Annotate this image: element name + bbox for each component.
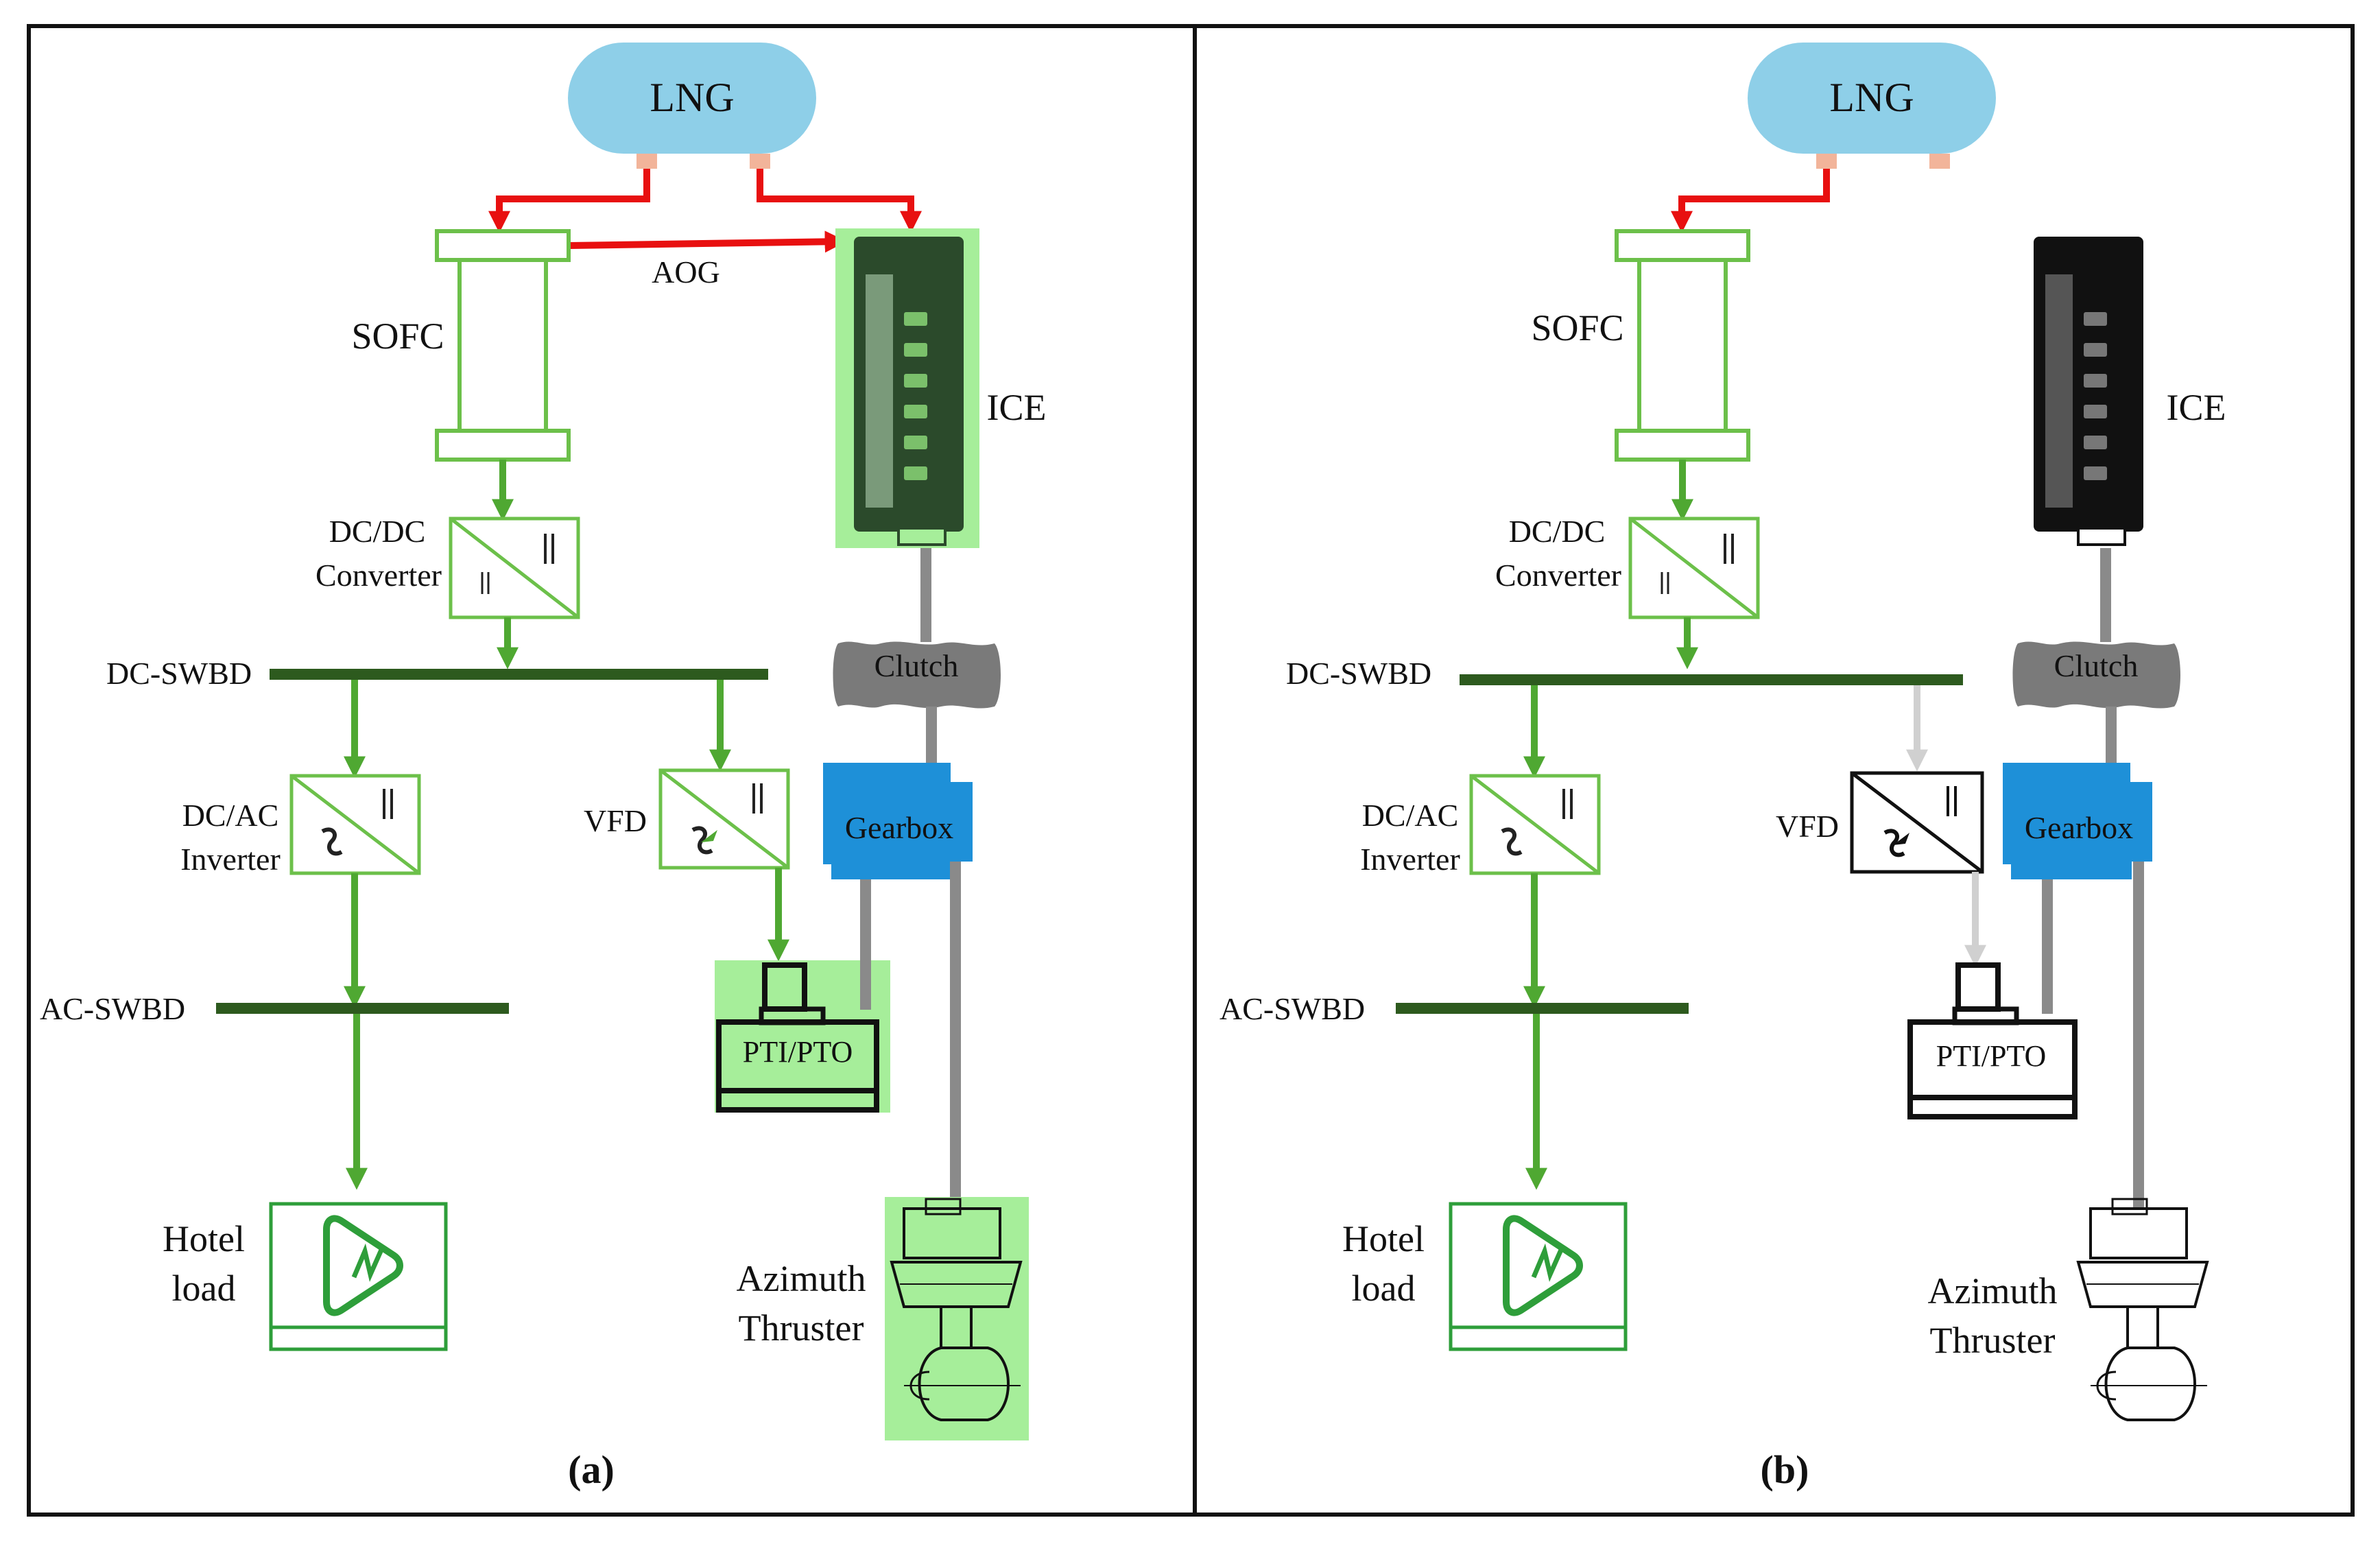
- gearbox-label: Gearbox: [845, 810, 953, 845]
- hotel-load-icon: [1503, 1215, 1583, 1316]
- lng-label: LNG: [650, 75, 734, 120]
- vfd-label: VFD: [584, 803, 647, 838]
- aog-label: AOG: [652, 254, 720, 289]
- azimuth-label-line2: Thruster: [1930, 1320, 2056, 1361]
- dcdc-converter: DC/DC Converter: [316, 514, 580, 619]
- lng-port-left: [1816, 154, 1837, 169]
- lng-tank: LNG: [568, 43, 816, 169]
- aog-arrow: [569, 230, 847, 253]
- panel-a-caption: (a): [568, 1447, 615, 1492]
- hotel-load: Hotel load: [163, 1202, 448, 1351]
- ice-engine: ICE: [835, 228, 1047, 548]
- sofc-label: SOFC: [351, 316, 444, 357]
- sofc-label: SOFC: [1531, 307, 1623, 348]
- ac-swbd-label: AC-SWBD: [40, 991, 185, 1026]
- lng-label: LNG: [1829, 75, 1914, 120]
- clutch: Clutch: [833, 641, 1001, 709]
- dcac-label-line2: Inverter: [180, 842, 281, 877]
- ice-label: ICE: [2167, 387, 2226, 428]
- panel-b-caption: (b): [1761, 1447, 1809, 1492]
- dcac-label-line1: DC/AC: [1362, 798, 1459, 833]
- azimuth-label-line1: Azimuth: [1928, 1270, 2058, 1312]
- panel-a: LNG AOG SOFC ICE: [40, 43, 1047, 1492]
- lng-port-right: [750, 154, 770, 169]
- azimuth-label-line2: Thruster: [739, 1307, 864, 1349]
- vfd-label: VFD: [1776, 809, 1839, 844]
- gearbox: Gearbox: [2003, 763, 2152, 879]
- sofc-stack: SOFC: [351, 229, 571, 462]
- dcdc-label-line1: DC/DC: [329, 514, 426, 549]
- hotel-label-line1: Hotel: [163, 1218, 245, 1259]
- ptipto-label: PTI/PTO: [1936, 1039, 2047, 1073]
- clutch: Clutch: [2012, 641, 2180, 709]
- dc-swbd-label: DC-SWBD: [106, 656, 252, 691]
- dcdc-label-line2: Converter: [1495, 558, 1621, 593]
- sofc-stack: SOFC: [1531, 229, 1750, 462]
- vfd: VFD: [584, 768, 790, 870]
- gearbox-label: Gearbox: [2025, 810, 2133, 845]
- ac-swbd-label: AC-SWBD: [1219, 991, 1365, 1026]
- dc-swbd-label: DC-SWBD: [1286, 656, 1431, 691]
- lng-tank: LNG: [1748, 43, 1996, 169]
- dcac-inverter: DC/AC Inverter: [1360, 774, 1601, 877]
- hotel-label-line1: Hotel: [1342, 1218, 1425, 1259]
- azimuth-thruster: Azimuth Thruster: [737, 1197, 1029, 1440]
- dcac-label-line2: Inverter: [1360, 842, 1460, 877]
- hotel-label-line2: load: [1352, 1268, 1416, 1309]
- dcdc-label-line1: DC/DC: [1509, 514, 1606, 549]
- pti-pto: PTI/PTO: [1907, 962, 2078, 1119]
- gas-lines: AOG: [488, 169, 923, 289]
- dcdc-label-line2: Converter: [316, 558, 442, 593]
- ice-label: ICE: [987, 387, 1047, 428]
- figure-frame: [27, 24, 2355, 1517]
- lng-port-left: [636, 154, 657, 169]
- panel-b: LNG SOFC ICE: [1219, 43, 2226, 1492]
- dcac-inverter: DC/AC Inverter: [180, 774, 421, 877]
- gas-line: [1670, 169, 1830, 233]
- hotel-label-line2: load: [172, 1268, 236, 1309]
- dcdc-converter: DC/DC Converter: [1495, 514, 1760, 619]
- lng-port-right: [1929, 154, 1950, 169]
- hotel-load-icon: [323, 1215, 403, 1316]
- thruster-highlight: [885, 1197, 1029, 1440]
- vfd: VFD: [1776, 771, 1984, 874]
- clutch-label: Clutch: [874, 648, 959, 683]
- clutch-label: Clutch: [2054, 648, 2139, 683]
- azimuth-label-line1: Azimuth: [737, 1258, 866, 1299]
- ice-engine: ICE: [2034, 237, 2226, 546]
- hotel-load: Hotel load: [1342, 1202, 1628, 1351]
- dcac-label-line1: DC/AC: [182, 798, 279, 833]
- ptipto-label: PTI/PTO: [743, 1035, 853, 1069]
- azimuth-thruster: Azimuth Thruster: [1928, 1198, 2209, 1421]
- gearbox: Gearbox: [823, 763, 973, 879]
